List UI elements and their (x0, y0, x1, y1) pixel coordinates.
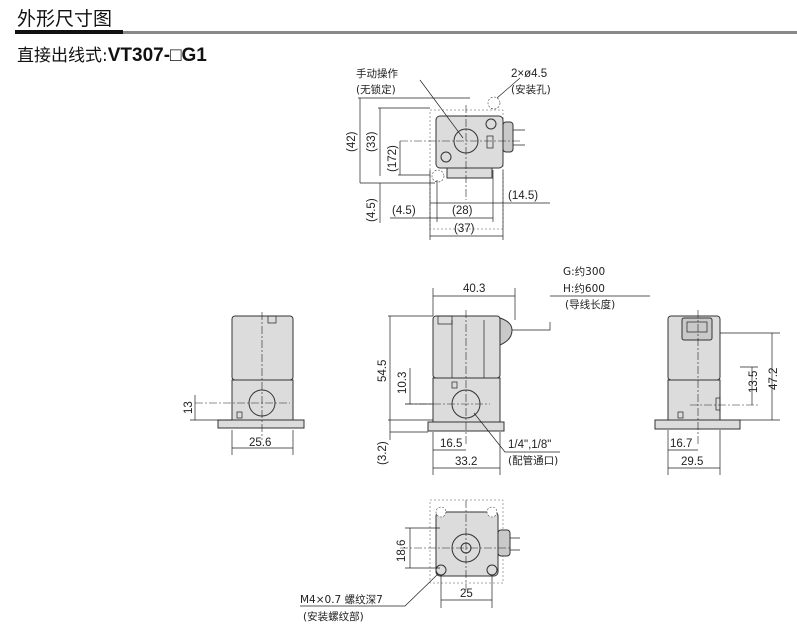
screw-icon (485, 118, 497, 130)
dim-13: 13 (183, 401, 195, 414)
manual-override-note: (无锁定) (356, 83, 396, 96)
mounting-hole (431, 169, 445, 183)
dim-25-6: 25.6 (249, 437, 271, 449)
dim-13-5: 13.5 (748, 371, 760, 393)
subtitle-model: VT307-□G1 (107, 45, 207, 66)
thread-hole-icon (435, 564, 447, 576)
dim-10-3: 10.3 (397, 372, 409, 394)
hole-label: 2×ø4.5 (511, 68, 547, 80)
dim-54-5: 54.5 (377, 360, 389, 382)
connector-icon (681, 317, 713, 341)
title-underline (15, 30, 123, 34)
dim-33: (33) (366, 131, 378, 152)
port-size-label: 1/4",1/8" (508, 439, 551, 451)
page-title: 外形尺寸图 (17, 8, 113, 30)
dim-16-5: 16.5 (440, 438, 462, 450)
front-view: 40.3 54.5 10.3 (3.2) 16.5 33.2 1/4",1/8"… (377, 265, 650, 475)
lead-length-note: (导线长度) (565, 298, 615, 311)
dim-29-5: 29.5 (681, 456, 703, 468)
dim-4-5-vertical: (4.5) (366, 198, 378, 222)
subtitle-prefix: 直接出线式: (17, 46, 108, 66)
port-note: (配管通口) (508, 454, 558, 467)
dim-3-2: (3.2) (377, 441, 389, 465)
dim-14-5: (14.5) (508, 190, 538, 202)
thread-label: M4×0.7 螺纹深7 (300, 593, 383, 606)
right-side-view: 13.5 47.2 16.7 29.5 (654, 310, 780, 475)
dim-4-5-horizontal: (4.5) (392, 205, 416, 217)
bottom-view: 18.6 25 M4×0.7 螺纹深7 (安装螺纹部) (300, 499, 520, 623)
dim-16-7: 16.7 (670, 438, 692, 450)
thread-hole-icon (486, 564, 498, 576)
dim-42: (42) (346, 131, 358, 152)
dim-37: (37) (454, 223, 475, 235)
dim-33-2: 33.2 (455, 456, 477, 468)
dim-28: (28) (452, 205, 473, 217)
mounting-hole (487, 96, 501, 110)
hole-note: (安装孔) (511, 83, 551, 96)
thread-note: (安装螺纹部) (303, 610, 364, 623)
dim-40-3: 40.3 (463, 283, 485, 295)
dim-18-6: 18.6 (396, 540, 408, 562)
lead-length-g: G:约300 (563, 265, 605, 278)
dim-47-2: 47.2 (768, 368, 780, 390)
left-side-view: 13 25.6 (183, 312, 305, 455)
manual-override-label: 手动操作 (356, 67, 398, 80)
dim-25: 25 (460, 588, 473, 600)
screw-icon (440, 151, 452, 163)
top-view: 手动操作 (无锁定) 2×ø4.5 (安装孔) (42) (33) (172) … (346, 67, 551, 240)
dim-172: (172) (387, 145, 399, 172)
model-subtitle: 直接出线式:VT307-□G1 (17, 41, 207, 67)
title-rule (123, 31, 797, 34)
lead-length-h: H:约600 (563, 282, 605, 295)
